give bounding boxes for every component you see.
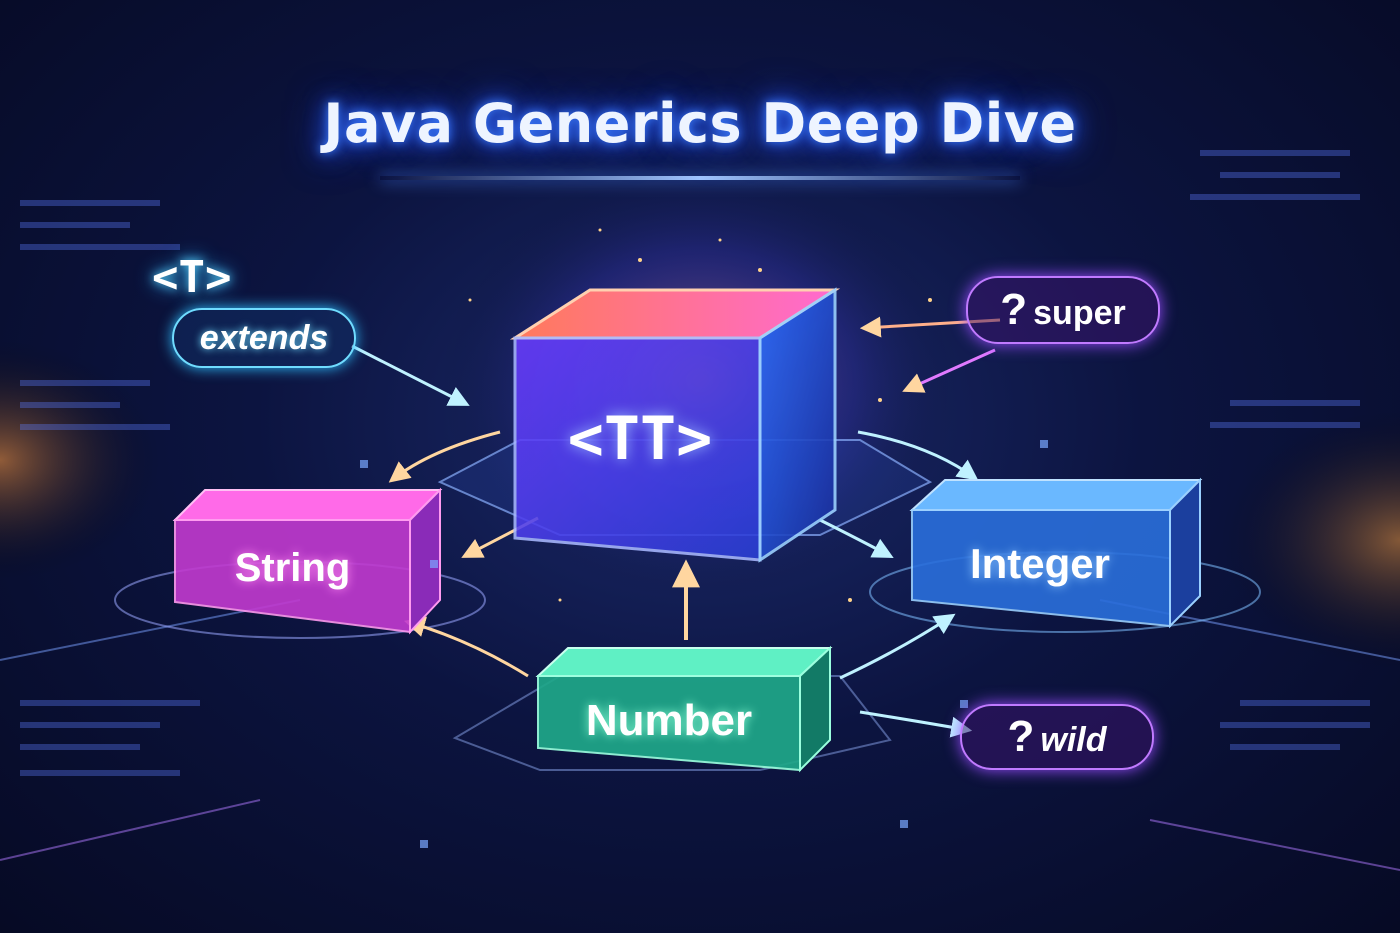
pixel-particles bbox=[360, 440, 1048, 848]
arrow-super-to-center-lower bbox=[902, 348, 996, 393]
left-glow bbox=[0, 340, 160, 580]
arrow-center-to-integer-lower bbox=[819, 518, 894, 558]
integer-box bbox=[909, 477, 1203, 629]
number-box-side bbox=[799, 645, 831, 773]
integer-box-top bbox=[909, 479, 1203, 511]
center-cube-side bbox=[758, 287, 837, 563]
arrow-number-to-string bbox=[403, 616, 529, 678]
center-box-label: <TT> bbox=[567, 404, 713, 474]
super-pill: ?super bbox=[966, 276, 1160, 344]
super-wildcard-icon: ? bbox=[1000, 285, 1028, 334]
integer-box-side bbox=[1169, 477, 1201, 629]
arrow-number-to-wild bbox=[859, 710, 973, 738]
string-box bbox=[172, 487, 443, 635]
wild-pill: ?wild bbox=[960, 704, 1154, 770]
arrow-center-to-integer bbox=[857, 430, 979, 481]
arrow-extends-to-center bbox=[351, 344, 470, 406]
sparkles bbox=[468, 228, 932, 602]
light-streak bbox=[0, 799, 261, 861]
center-cube bbox=[509, 287, 841, 563]
string-box-side bbox=[409, 487, 441, 635]
wild-label: wild bbox=[1040, 721, 1107, 759]
string-box-label: String bbox=[234, 546, 351, 590]
string-box-top bbox=[172, 489, 443, 521]
number-box-top bbox=[535, 647, 833, 677]
page-title: Java Generics Deep Dive bbox=[323, 92, 1077, 155]
arrow-number-to-integer bbox=[839, 613, 956, 680]
number-box bbox=[535, 645, 833, 773]
light-streak bbox=[1149, 819, 1400, 871]
integer-box-label: Integer bbox=[969, 540, 1111, 587]
code-lines-right bbox=[1190, 150, 1370, 750]
code-lines-left bbox=[20, 200, 200, 776]
extends-label: extends bbox=[199, 319, 329, 357]
number-box-label: Number bbox=[585, 696, 753, 745]
arrow-center-to-string bbox=[388, 430, 501, 483]
super-label: super bbox=[1033, 294, 1126, 332]
type-parameter-tag: <T> bbox=[152, 252, 232, 303]
wild-wildcard-icon: ? bbox=[1007, 712, 1035, 761]
title-underline bbox=[380, 176, 1020, 180]
right-glow bbox=[1220, 410, 1400, 670]
extends-pill: extends bbox=[172, 308, 356, 368]
